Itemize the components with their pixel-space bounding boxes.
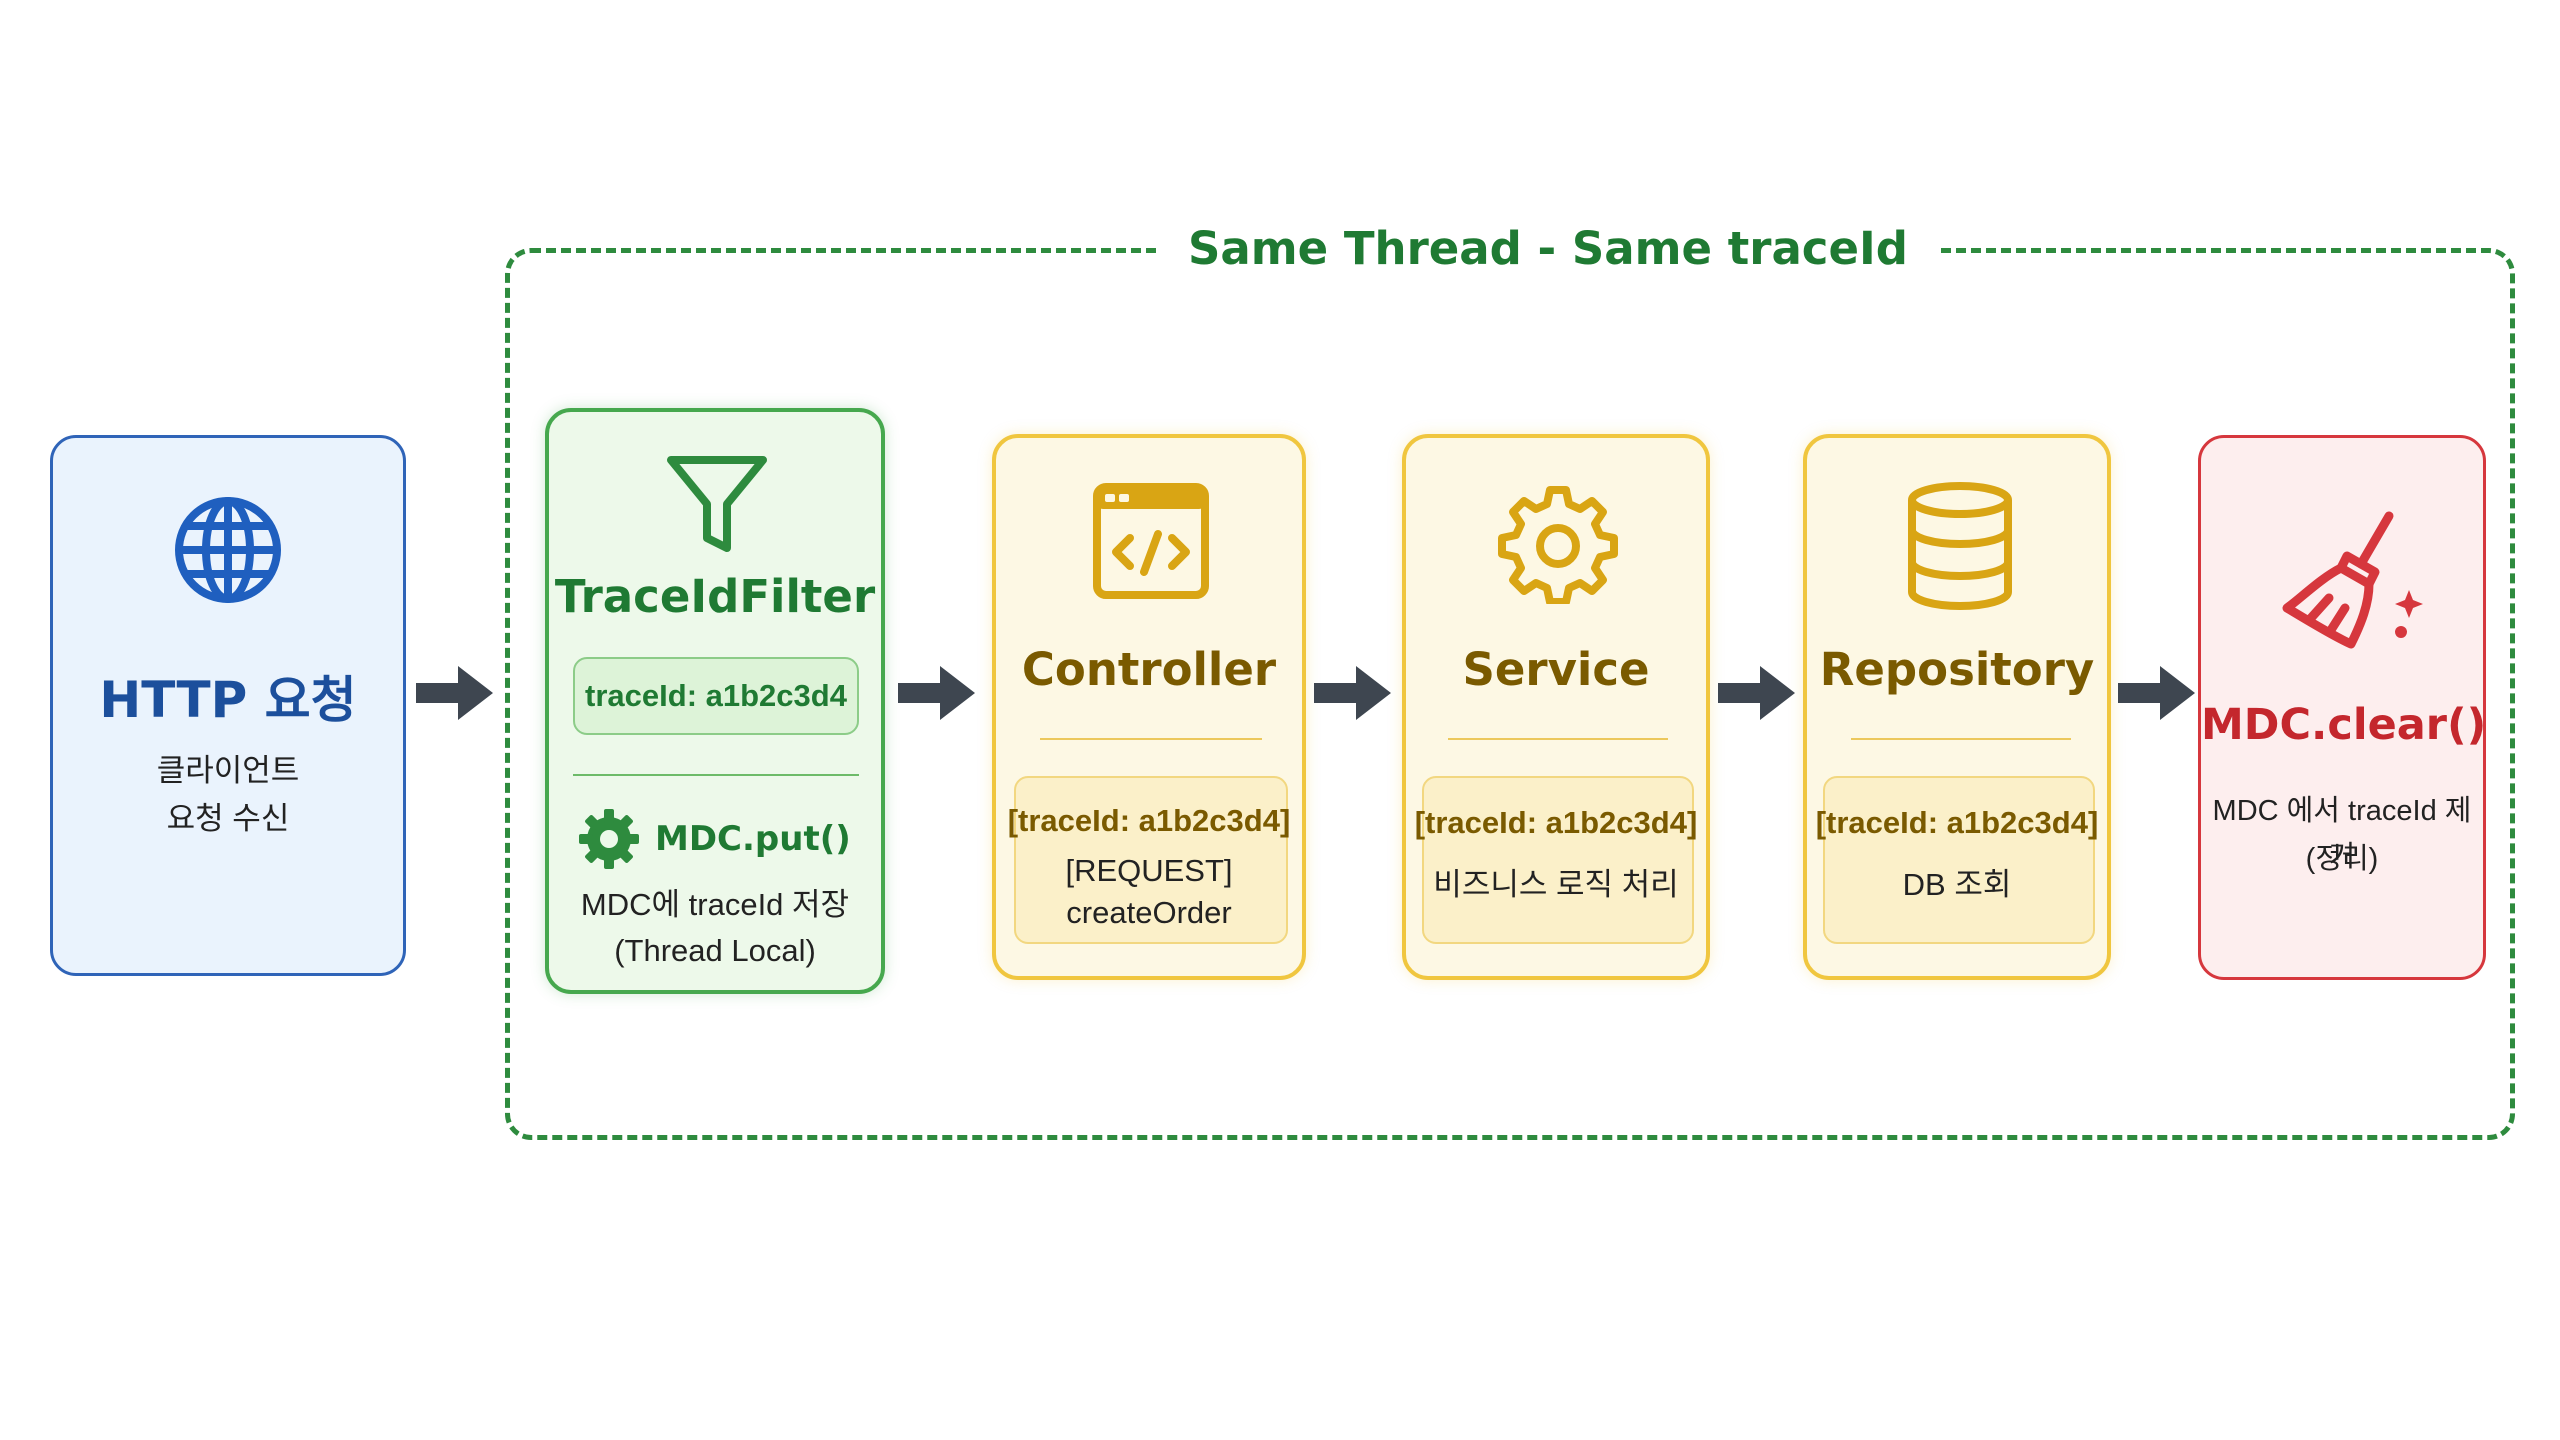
step-service: Service [traceId: a1b2c3d4] 비즈니스 로직 처리 <box>1402 434 1710 980</box>
step-description-line1: 비즈니스 로직 처리 <box>1433 867 1679 902</box>
flow-arrow <box>1314 666 1391 720</box>
step-description-line1: 클라이언트 <box>156 753 300 788</box>
step-description-line2: createOrder <box>1066 895 1232 930</box>
step-title: Controller <box>1021 643 1277 696</box>
step-mdc-clear: MDC.clear() MDC 에서 traceId 제거 (정리) <box>2198 435 2486 980</box>
step-description-line2: 요청 수신 <box>166 801 290 836</box>
step-title: MDC.clear() <box>2201 700 2487 750</box>
trace-id-label: [traceId: a1b2c3d4] <box>1815 805 2099 840</box>
step-description-line2: (Thread Local) <box>614 933 816 968</box>
step-title: Repository <box>1819 643 2095 696</box>
divider <box>1040 738 1262 740</box>
globe-icon <box>175 497 281 603</box>
flow-arrow <box>898 666 975 720</box>
step-trace-id-filter: TraceIdFilter traceId: a1b2c3d4 MDC.put(… <box>545 408 885 994</box>
divider <box>1448 738 1668 740</box>
thread-region-title: Same Thread - Same traceId <box>1160 214 1936 284</box>
trace-id-label: [traceId: a1b2c3d4] <box>1007 803 1291 838</box>
divider <box>1851 738 2071 740</box>
step-description-line1: MDC에 traceId 저장 <box>580 887 850 922</box>
trace-id-box <box>1422 776 1694 944</box>
flow-arrow <box>2118 666 2195 720</box>
trace-id-label: [traceId: a1b2c3d4] <box>1414 805 1698 840</box>
step-description-line1: DB 조회 <box>1902 867 2012 902</box>
database-icon <box>1908 482 2012 610</box>
gear-icon <box>1498 486 1618 604</box>
mdc-put-label: MDC.put() <box>655 819 851 859</box>
step-title: Service <box>1462 643 1650 696</box>
step-description-line1: [REQUEST] <box>1065 853 1233 888</box>
step-http-request: HTTP 요청 클라이언트 요청 수신 <box>50 435 406 976</box>
trace-id-box <box>1014 776 1288 944</box>
trace-id-label: traceId: a1b2c3d4 <box>585 678 847 713</box>
step-description-line1: MDC 에서 traceId 제거 <box>2212 795 2472 873</box>
gear-icon <box>579 809 639 869</box>
flow-arrow <box>1718 666 1795 720</box>
trace-id-badge: traceId: a1b2c3d4 <box>573 657 859 735</box>
funnel-icon <box>667 456 767 552</box>
flow-arrow <box>416 666 493 720</box>
code-window-icon <box>1093 483 1209 599</box>
step-description-line2: (정리) <box>2305 843 2379 875</box>
step-title: HTTP 요청 <box>99 671 357 729</box>
trace-id-box <box>1823 776 2095 944</box>
step-repository: Repository [traceId: a1b2c3d4] DB 조회 <box>1803 434 2111 980</box>
step-title: TraceIdFilter <box>554 570 876 623</box>
broom-icon <box>2282 511 2423 649</box>
step-controller: Controller [traceId: a1b2c3d4] [REQUEST]… <box>992 434 1306 980</box>
divider <box>573 774 859 776</box>
